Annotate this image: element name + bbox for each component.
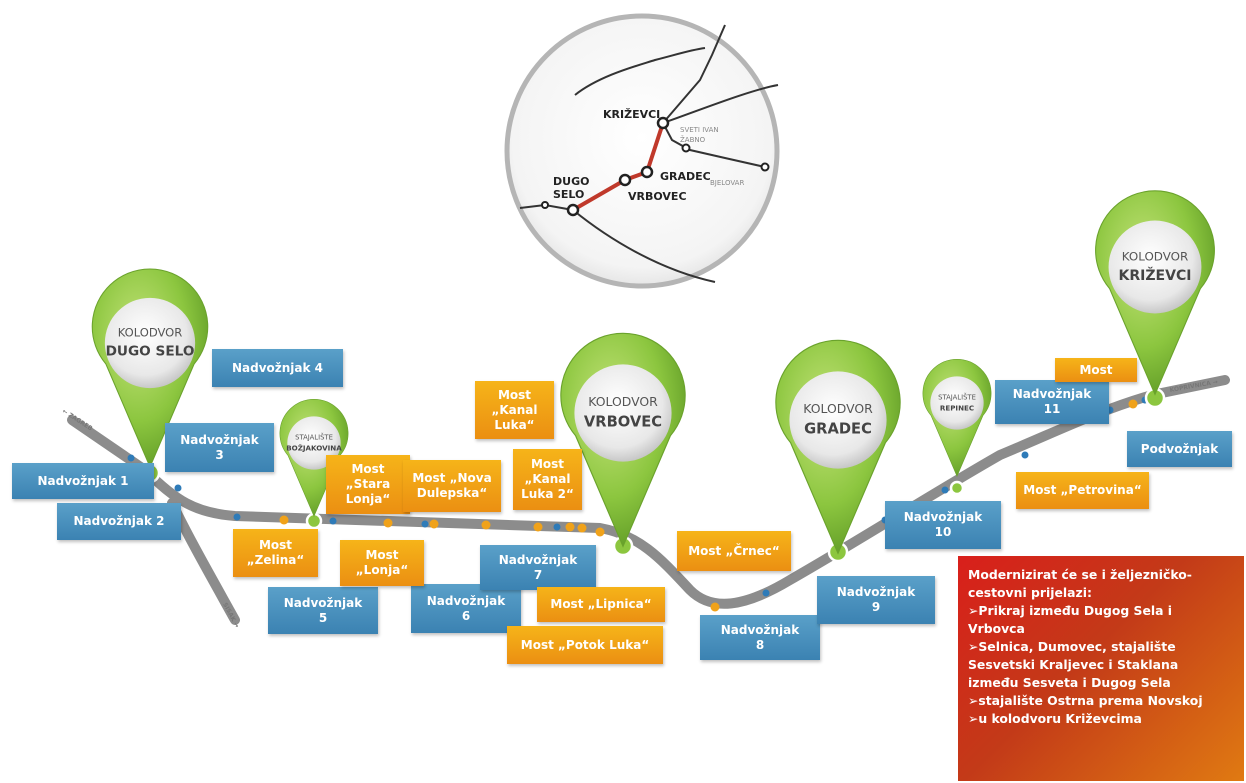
pin-gradec: KOLODVOR GRADEC: [775, 339, 901, 555]
direction-koprivnica: KOPRIVNICA →: [1169, 379, 1218, 394]
info-item: ➢Prikraj između Dugog Sela i Vrbovca: [968, 603, 1173, 636]
track-dot: [421, 520, 429, 528]
map-road: [572, 209, 716, 283]
pin-line2: BOŽJAKOVINA: [286, 443, 342, 452]
label-bridge-lonja: Most „Lonja“: [340, 540, 424, 586]
map-label-gradec: GRADEC: [660, 170, 711, 183]
track-dot: [1021, 451, 1029, 459]
map-road: [662, 84, 779, 124]
label-overpass-1: Nadvožnjak 1: [12, 463, 154, 499]
track-dot: [577, 523, 587, 533]
pin-line1: STAJALIŠTE: [938, 392, 976, 401]
label-overpass-9: Nadvožnjak 9: [817, 576, 935, 624]
label-overpass-7: Nadvožnjak 7: [480, 545, 596, 590]
label-overpass-5: Nadvožnjak 5: [268, 587, 378, 634]
map-station-node: [760, 162, 770, 172]
label-overpass-8: Nadvožnjak 8: [700, 615, 820, 660]
map-station-node: [618, 173, 632, 187]
track-dot: [429, 519, 439, 529]
track-dot: [481, 520, 491, 530]
map-label-vrbovec: VRBOVEC: [628, 190, 687, 203]
station-marker: [949, 480, 965, 496]
label-bridge-nova-dulepska: Most „Nova Dulepska“: [403, 460, 501, 512]
pin-krizevci: KOLODVOR KRIŽEVCI: [1095, 190, 1215, 396]
info-title: Modernizirat će se i željezničko- cestov…: [968, 567, 1192, 600]
track-dot: [762, 589, 770, 597]
track-dot: [127, 454, 135, 462]
track-dot: [279, 515, 289, 525]
label-overpass-6: Nadvožnjak 6: [411, 584, 521, 633]
inset-map-frame: [504, 13, 780, 289]
pin-line1: KOLODVOR: [588, 394, 658, 409]
label-bridge-lipnica: Most „Lipnica“: [537, 587, 665, 622]
label-bridge-potok-luka: Most „Potok Luka“: [507, 626, 663, 664]
track-dot: [174, 484, 182, 492]
pin-vrbovec: KOLODVOR VRBOVEC: [560, 332, 686, 548]
track-dot: [941, 486, 949, 494]
track-dot: [533, 522, 543, 532]
map-label-bjelovar: BJELOVAR: [710, 179, 744, 187]
map-label-krizevci: KRIŽEVCI: [603, 108, 660, 121]
info-item: ➢Selnica, Dumovec, stajalište Sesvetski …: [968, 639, 1179, 690]
pin-line2: KRIŽEVCI: [1118, 266, 1191, 284]
track-dot: [383, 518, 393, 528]
pin-dugo-selo: KOLODVOR DUGO SELO: [91, 268, 209, 469]
info-box: Modernizirat će se i željezničko- cestov…: [958, 556, 1244, 781]
map-road: [574, 47, 706, 96]
label-overpass-10: Nadvožnjak 10: [885, 501, 1001, 549]
label-bridge-kanal-luka: Most „Kanal Luka“: [475, 381, 554, 439]
label-bridge-kanal-luka-2: Most „Kanal Luka 2“: [513, 449, 582, 510]
label-overpass-2: Nadvožnjak 2: [57, 503, 181, 540]
map-road: [662, 24, 726, 124]
track-dot: [553, 523, 561, 531]
track-dot: [1128, 399, 1138, 409]
label-underpass: Podvožnjak: [1127, 431, 1232, 467]
map-station-node: [640, 165, 654, 179]
track-dot: [233, 513, 241, 521]
pin-line1: STAJALIŠTE: [295, 432, 333, 441]
pin-line2: GRADEC: [804, 421, 872, 438]
label-overpass-3: Nadvožnjak 3: [165, 423, 274, 472]
label-overpass-11: Nadvožnjak 11: [995, 380, 1109, 424]
track-main: [67, 375, 1230, 609]
label-bridge-stara-lonja: Most „Stara Lonja“: [326, 455, 410, 514]
pin-line2: REPINEC: [940, 403, 974, 412]
pin-line2: VRBOVEC: [584, 414, 662, 431]
pin-line1: KOLODVOR: [118, 326, 183, 340]
label-bridge-petrovina: Most „Petrovina“: [1016, 472, 1149, 509]
map-station-node: [656, 116, 670, 130]
label-bridge-most: Most: [1055, 358, 1137, 382]
map-station-node: [541, 201, 549, 209]
label-overpass-4: Nadvožnjak 4: [212, 349, 343, 387]
map-station-node: [566, 203, 580, 217]
label-bridge-zelina: Most „Zelina“: [233, 529, 318, 577]
info-item: ➢stajalište Ostrna prema Novskoj: [968, 693, 1203, 708]
map-red-line: [572, 122, 665, 212]
pin-line1: KOLODVOR: [1122, 250, 1188, 264]
track-dot: [595, 527, 605, 537]
pin-repinec: STAJALIŠTE REPINEC: [922, 358, 992, 477]
track-dot: [329, 517, 337, 525]
label-bridge-crnec: Most „Črnec“: [677, 531, 791, 571]
pin-line1: KOLODVOR: [803, 401, 873, 416]
map-station-node: [681, 143, 691, 153]
pin-line2: DUGO SELO: [106, 344, 195, 360]
info-item: ➢u kolodvoru Križevcima: [968, 711, 1142, 726]
track-dot: [565, 522, 575, 532]
track-dot: [710, 602, 720, 612]
